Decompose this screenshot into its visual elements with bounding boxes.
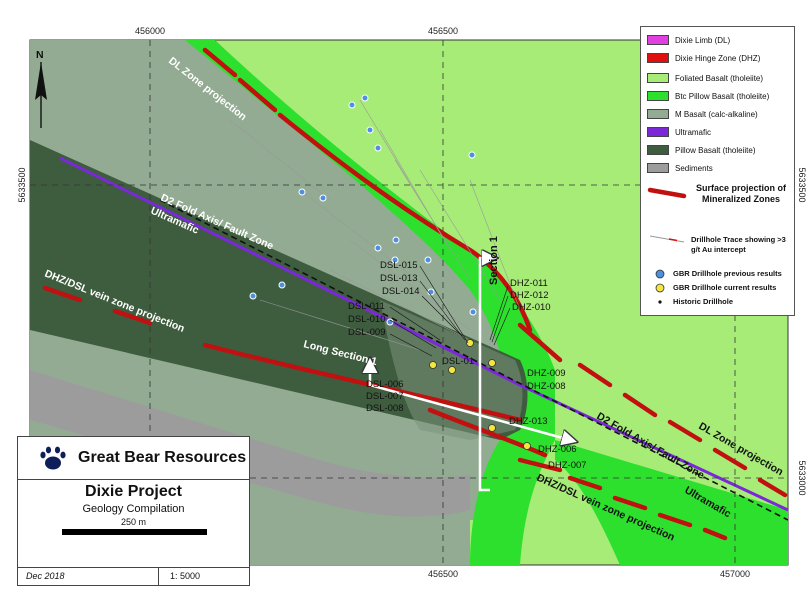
- drillhole-label: DSL-014: [382, 286, 420, 297]
- legend-gbr-previous: GBR Drillhole previous results: [673, 269, 782, 278]
- map-legend: Dixie Limb (DL) Dixie Hinge Zone (DHZ) F…: [640, 26, 795, 316]
- btc-pillow-basalt-unit-se: [555, 440, 788, 565]
- legend-gbr-current: GBR Drillhole current results: [673, 283, 777, 292]
- legend-swatch: [647, 127, 669, 137]
- legend-item: M Basalt (calc-alkaline): [647, 107, 758, 121]
- drillhole-label: DHZ-013: [509, 416, 548, 427]
- company-name: Great Bear Resources: [78, 449, 247, 466]
- drillhole-label: DSL-01: [442, 356, 474, 367]
- legend-item: Ultramafic: [647, 125, 711, 139]
- footer-divider: [158, 568, 159, 586]
- legend-swatch: [647, 35, 669, 45]
- company-header: Great Bear Resources: [18, 437, 249, 480]
- north-arrow-icon: N: [35, 49, 47, 128]
- legend-swatch: [647, 163, 669, 173]
- legend-item: Sediments: [647, 161, 713, 175]
- drillhole-label: DHZ-006: [538, 444, 577, 455]
- legend-swatch: [647, 109, 669, 119]
- left-northing-tick: 5633500: [17, 167, 27, 202]
- map-subtitle: Geology Compilation: [82, 503, 185, 515]
- gbr-previous-drillholes: [249, 94, 477, 326]
- map-scale-ratio: 1: 5000: [170, 571, 201, 581]
- project-title: Dixie Project: [85, 483, 182, 500]
- label-leaders: [389, 265, 511, 357]
- scale-label: 250 m: [120, 517, 146, 527]
- sediments-unit: [30, 370, 470, 517]
- legend-item: Foliated Basalt (tholeiite): [647, 71, 763, 85]
- legend-label: Btc Pillow Basalt (tholeiite): [675, 91, 770, 101]
- legend-label: Pillow Basalt (tholeiite): [675, 145, 756, 155]
- legend-swatch: [647, 53, 669, 63]
- scale-bar: [62, 529, 207, 535]
- map-date: Dec 2018: [26, 571, 65, 581]
- drillhole-label: DSL-013: [380, 273, 418, 284]
- legend-historic: Historic Drillhole: [673, 297, 734, 306]
- gbr-previous-icon: [655, 269, 665, 279]
- bottom-easting-tick: 457000: [720, 569, 750, 579]
- legend-swatch: [647, 145, 669, 155]
- top-easting-tick: 456500: [428, 26, 458, 36]
- drillhole-label: DHZ-012: [510, 290, 549, 301]
- drillhole-label: DSL-007: [366, 391, 404, 402]
- legend-label: Ultramafic: [675, 127, 712, 137]
- ultramafic-band: [59, 156, 521, 387]
- legend-label: M Basalt (calc-alkaline): [675, 109, 758, 119]
- drillhole-traces: [229, 99, 521, 351]
- drillhole-label: DHZ-011: [510, 278, 548, 289]
- drill-trace-icon: [649, 235, 685, 243]
- title-block: Great Bear Resources Dixie Project Geolo…: [17, 436, 250, 586]
- legend-item: Btc Pillow Basalt (tholeiite): [647, 89, 769, 103]
- legend-swatch: [647, 91, 669, 101]
- legend-label: Dixie Limb (DL): [675, 35, 731, 45]
- legend-surface-projection: Surface projection of Mineralized Zones: [695, 183, 786, 204]
- drillhole-label: DHZ-010: [512, 302, 551, 313]
- section-1-label: Section 1: [488, 236, 500, 285]
- drillhole-label: DHZ-008: [527, 381, 566, 392]
- title-block-footer: Dec 2018 1: 5000: [18, 567, 249, 586]
- north-label: N: [36, 49, 44, 61]
- drillhole-label: DSL-015: [380, 260, 418, 271]
- legend-item: Dixie Hinge Zone (DHZ): [647, 51, 760, 65]
- gbr-current-icon: [655, 283, 665, 293]
- drillhole-label: DSL-006: [366, 379, 404, 390]
- drillhole-label: DSL-010: [348, 314, 386, 325]
- legend-item: Dixie Limb (DL): [647, 33, 730, 47]
- right-northing-tick: 5633500: [797, 167, 807, 202]
- legend-label: Sediments: [675, 163, 713, 173]
- legend-item: Pillow Basalt (tholeiite): [647, 143, 755, 157]
- drillhole-label: DHZ-007: [548, 460, 587, 471]
- historic-drillhole-icon: [658, 300, 662, 304]
- surface-projection-icon: [647, 187, 687, 199]
- legend-label: Dixie Hinge Zone (DHZ): [675, 53, 761, 63]
- long-section-1-line: [370, 365, 570, 440]
- legend-drill-trace: Drillhole Trace showing >3 g/t Au interc…: [691, 235, 786, 254]
- legend-label: Foliated Basalt (tholeiite): [675, 73, 764, 83]
- drillhole-label: DSL-008: [366, 403, 404, 414]
- bottom-easting-tick: 456500: [428, 569, 458, 579]
- right-northing-tick: 5633000: [797, 460, 807, 495]
- legend-swatch: [647, 73, 669, 83]
- drillhole-label: DSL-009: [348, 327, 386, 338]
- top-easting-tick: 456000: [135, 26, 165, 36]
- drillhole-label: DHZ-009: [527, 368, 566, 379]
- drillhole-label: DSL-011: [348, 301, 385, 312]
- bear-paw-logo-icon: [40, 446, 66, 470]
